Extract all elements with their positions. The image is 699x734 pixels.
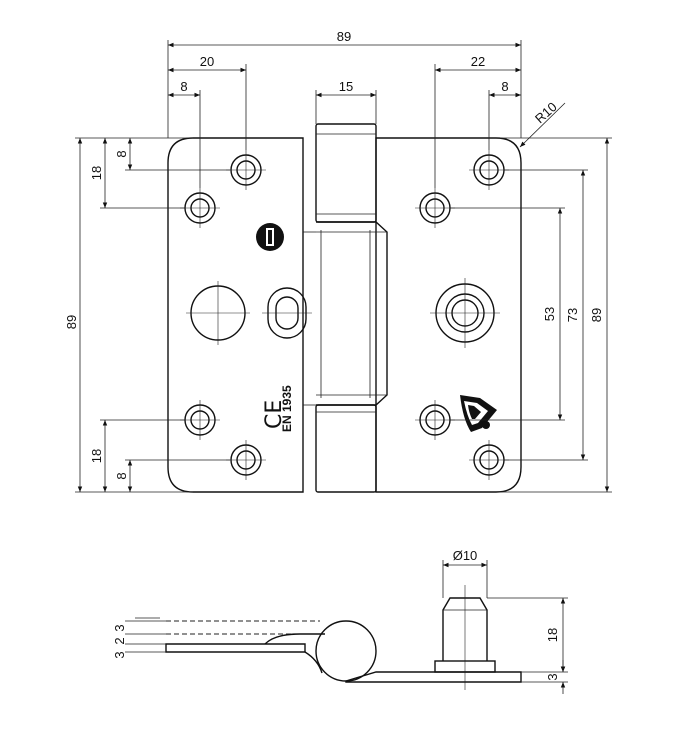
ce-marking: CE EN 1935 — [262, 385, 294, 432]
top-dimensions: 89 20 8 15 22 8 R10 — [167, 29, 566, 188]
lock-symbol-icon — [256, 223, 284, 251]
pin-hole-left — [186, 281, 250, 345]
hole-right-top — [469, 150, 509, 190]
dim-pin-height: 18 — [545, 628, 560, 642]
dim-plate-thickness: 3 — [545, 673, 560, 680]
dim-knuckle-width: 15 — [339, 79, 353, 94]
dim-layer-low: 3 — [112, 651, 127, 658]
dim-right-edge-offset: 8 — [501, 79, 508, 94]
side-right-dims: 18 3 — [487, 597, 568, 694]
dim-left-hole-col-2: 20 — [200, 54, 214, 69]
side-right-plate — [345, 671, 522, 683]
front-view: CE EN 1935 89 20 8 — [64, 29, 612, 493]
dim-right-mid-height: 73 — [565, 308, 580, 322]
dim-layer-mid: 2 — [112, 637, 127, 644]
hole-left-bottom — [226, 440, 266, 480]
hole-left-lower — [180, 400, 220, 440]
left-leaf-outline — [167, 137, 304, 493]
hole-right-lower — [415, 400, 455, 440]
dim-left-edge-offset: 8 — [180, 79, 187, 94]
left-dimensions: 89 8 18 18 8 — [64, 137, 230, 493]
dim-pin-diameter: Ø10 — [453, 548, 478, 563]
dim-overall-height-left: 89 — [64, 315, 79, 329]
hole-right-upper — [415, 188, 455, 228]
dim-right-hole-col-2: 22 — [471, 54, 485, 69]
certification-shield-icon — [460, 395, 497, 432]
side-left-dims: 3 2 3 — [112, 617, 166, 659]
pin-boss-right — [430, 278, 500, 348]
side-left-plate — [165, 643, 306, 653]
side-pin — [434, 585, 496, 690]
hole-right-bottom — [469, 440, 509, 480]
ce-mark-text: CE — [262, 400, 287, 429]
side-pin-diameter-dim: Ø10 — [442, 548, 488, 598]
hole-left-top — [226, 150, 266, 190]
side-view: Ø10 18 3 3 2 3 — [112, 548, 568, 694]
dim-right-inner-height: 53 — [542, 307, 557, 321]
dim-overall-width: 89 — [337, 29, 351, 44]
knuckle — [303, 123, 388, 493]
right-leaf-outline — [375, 137, 522, 493]
dim-corner-radius: R10 — [532, 99, 560, 126]
right-dimensions: 53 73 89 — [450, 137, 612, 493]
adjustment-slot — [262, 287, 312, 339]
hole-left-upper — [180, 188, 220, 228]
dim-top-y-upper: 8 — [114, 150, 129, 157]
side-knuckle — [315, 620, 377, 682]
dim-layer-top: 3 — [112, 624, 127, 631]
dim-top-y-lower: 18 — [89, 166, 104, 180]
screw-holes — [180, 150, 509, 480]
dim-overall-height-right: 89 — [589, 308, 604, 322]
standard-text: EN 1935 — [280, 385, 294, 432]
dim-bottom-y-upper: 18 — [89, 449, 104, 463]
dim-bottom-y-lower: 8 — [114, 472, 129, 479]
